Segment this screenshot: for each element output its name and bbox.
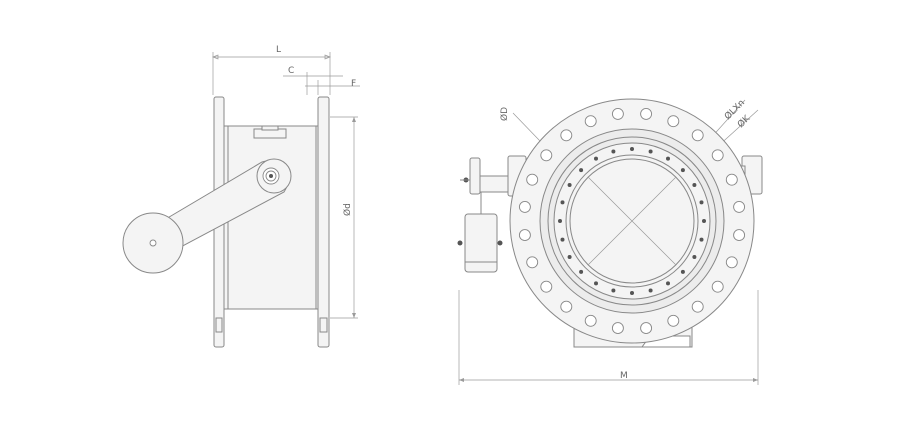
seat-ring-bolt: [567, 183, 572, 187]
flange-bolt-hole: [691, 129, 704, 142]
disc-cross: [587, 176, 677, 266]
flange-bolt-hole: [711, 280, 724, 293]
side-view: L C F Ød: [122, 45, 360, 348]
flange-bolt-hole: [725, 173, 738, 186]
lever-arm: [153, 158, 292, 259]
dimension-f: F: [305, 79, 360, 95]
dimension-m: M: [458, 290, 759, 385]
dimension-l: L: [212, 45, 331, 95]
seat-ring-bolt: [699, 237, 704, 242]
seat-ring-bolt: [680, 168, 685, 173]
flange-bolt-hole: [540, 149, 553, 162]
seat-ring-bolt: [648, 149, 653, 154]
flange-bolt-hole: [725, 256, 738, 269]
flange-bolt-hole: [540, 280, 553, 293]
dimension-bolt-circle-label: ØK: [735, 112, 753, 130]
hanging-weight: [457, 192, 503, 273]
seat-ring-bolt: [560, 200, 565, 205]
seat-ring-bolt: [594, 281, 598, 286]
flange-bolt-hole: [584, 314, 597, 327]
flange-bolt-hole: [611, 107, 624, 120]
dimension-c-label: C: [288, 66, 294, 76]
flange-bolt-hole: [667, 314, 680, 327]
front-view: M ØD: [457, 97, 763, 385]
seat-ring-bolt: [666, 156, 670, 161]
seat-ring-bolt: [692, 183, 697, 187]
right-flange: [317, 96, 330, 348]
flange-bolt-hole: [733, 200, 746, 213]
seat-ring-bolt: [579, 168, 584, 173]
dimension-f-label: F: [351, 79, 356, 89]
flange-bolt-hole: [691, 300, 704, 313]
flange-bolt-hole: [640, 107, 653, 120]
seat-ring-bolt: [594, 156, 598, 161]
counterweight: [122, 212, 184, 274]
flange-bolt-hole: [526, 173, 539, 186]
flange-bolt-hole: [518, 229, 531, 242]
flange-bolt-hole: [611, 322, 624, 335]
raised-face-inner-ring: [547, 136, 717, 306]
flange-bolt-hole: [640, 322, 653, 335]
flange-bolt-hole: [526, 256, 539, 269]
dimension-flange-d-label: ØD: [499, 107, 510, 121]
seat-ring-bolt: [558, 219, 562, 223]
seat-ring-bolt: [560, 237, 565, 242]
seat-ring-bolts: [558, 147, 706, 295]
dimension-c: C: [283, 66, 343, 95]
dimension-d-label: Ød: [342, 203, 353, 216]
outer-bolt-holes: [518, 107, 746, 335]
flange-bolt-hole: [711, 149, 724, 162]
seat-ring-bolt: [699, 200, 704, 205]
seat-ring-bolt: [579, 269, 584, 274]
seat-ring-bolt: [702, 219, 706, 223]
dimension-l-label: L: [276, 45, 281, 55]
flange-bolt-hole: [560, 300, 573, 313]
seat-ring-bolt: [567, 255, 572, 259]
flange-bolt-hole: [733, 229, 746, 242]
dimension-d: Ød: [330, 116, 358, 319]
dimension-flange-d: ØD: [499, 107, 541, 142]
seat-ring-bolt: [648, 288, 653, 293]
seat-ring-bolt: [611, 149, 616, 154]
seat-ring-bolt: [666, 281, 670, 286]
seat-ring-bolt: [630, 291, 634, 295]
seat-ring-bolt: [630, 147, 634, 151]
dimension-m-label: M: [620, 371, 628, 381]
seat-ring-bolt: [680, 269, 685, 274]
flange-bolt-hole: [667, 115, 680, 128]
seat-ring-bolt: [611, 288, 616, 293]
flange-bolt-hole: [518, 200, 531, 213]
seat-ring-bolt: [692, 255, 697, 259]
flange-bolt-hole: [584, 115, 597, 128]
flange-bolt-hole: [560, 129, 573, 142]
valve-body: [223, 125, 321, 310]
